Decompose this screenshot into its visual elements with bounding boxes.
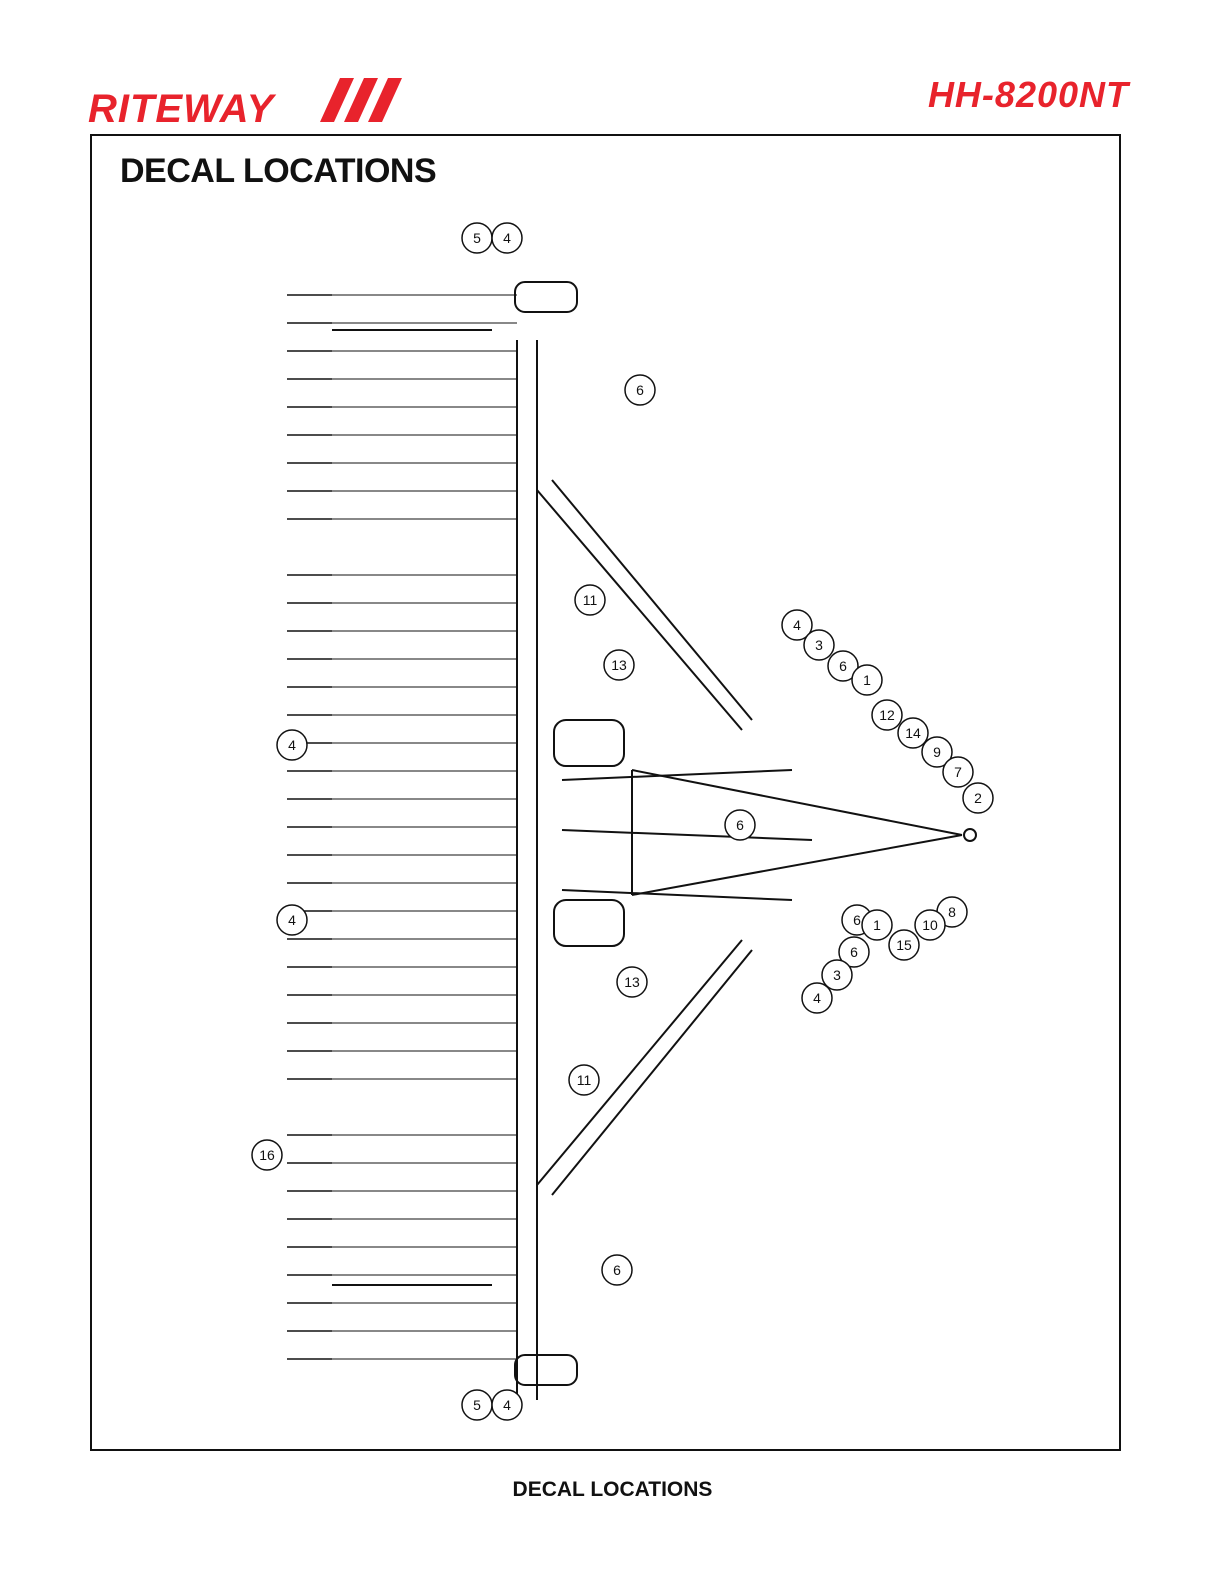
tine-gangs	[287, 295, 517, 1359]
callout-number: 4	[793, 617, 801, 633]
callout-number: 14	[905, 725, 921, 741]
callout-16: 2	[963, 783, 993, 813]
callout-number: 10	[922, 917, 938, 933]
callout-number: 13	[611, 657, 627, 673]
callout-number: 3	[833, 967, 841, 983]
page-footer: DECAL LOCATIONS	[0, 1478, 1225, 1502]
callout-9: 3	[804, 630, 834, 660]
callout-number: 16	[259, 1147, 275, 1163]
callout-3: 6	[625, 375, 655, 405]
model-number: HH-8200NT	[928, 74, 1129, 116]
callout-11: 1	[852, 665, 882, 695]
callout-number: 4	[288, 737, 296, 753]
callout-number: 6	[636, 382, 644, 398]
callout-number: 5	[473, 230, 481, 246]
callout-number: 4	[503, 1397, 511, 1413]
callout-number: 5	[473, 1397, 481, 1413]
callout-number: 1	[863, 672, 871, 688]
callout-26: 13	[617, 967, 647, 997]
callout-5: 13	[604, 650, 634, 680]
callout-number: 6	[613, 1262, 621, 1278]
hitch-eye	[964, 829, 976, 841]
callout-number: 6	[850, 944, 858, 960]
callout-7: 6	[725, 810, 755, 840]
callout-number: 13	[624, 974, 640, 990]
callout-30: 5	[462, 1390, 492, 1420]
callout-1: 5	[462, 223, 492, 253]
callout-21: 1	[862, 910, 892, 940]
callout-number: 2	[974, 790, 982, 806]
riteway-logo: RITEWAY	[88, 70, 418, 130]
page-title: DECAL LOCATIONS	[120, 152, 436, 191]
callout-28: 6	[602, 1255, 632, 1285]
callout-15: 7	[943, 757, 973, 787]
callout-25: 4	[277, 905, 307, 935]
callout-number: 11	[577, 1072, 592, 1088]
callout-number: 6	[839, 658, 847, 674]
callout-number: 6	[736, 817, 744, 833]
transport-wheels	[515, 282, 624, 1385]
callout-number: 6	[853, 912, 861, 928]
callout-4: 11	[575, 585, 605, 615]
callout-number: 15	[896, 937, 912, 953]
callout-number: 4	[288, 912, 296, 928]
callout-number: 12	[879, 707, 895, 723]
callout-number: 9	[933, 744, 941, 760]
callout-number: 11	[583, 592, 598, 608]
svg-text:RITEWAY: RITEWAY	[88, 87, 277, 130]
callout-24: 4	[802, 983, 832, 1013]
callout-31: 4	[492, 1390, 522, 1420]
callout-6: 4	[277, 730, 307, 760]
callout-12: 12	[872, 700, 902, 730]
callout-number: 3	[815, 637, 823, 653]
callout-number: 7	[954, 764, 962, 780]
callout-number: 1	[873, 917, 881, 933]
callout-27: 11	[569, 1065, 599, 1095]
callout-29: 16	[252, 1140, 282, 1170]
callout-20: 15	[889, 930, 919, 960]
callout-number: 8	[948, 904, 956, 920]
callout-2: 4	[492, 223, 522, 253]
callout-number: 4	[813, 990, 821, 1006]
callout-19: 10	[915, 910, 945, 940]
callout-number: 4	[503, 230, 511, 246]
callout-13: 14	[898, 718, 928, 748]
